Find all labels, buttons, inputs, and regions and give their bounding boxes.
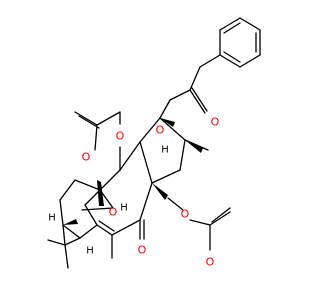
macro-ring [84,141,153,259]
hydrogen-atom-label: H [48,213,56,224]
hydrogen-atom-label: H [120,203,128,214]
oxygen-atom-label: O [206,256,215,269]
stereo-wedges [63,118,203,225]
oxygen-atom-label: O [116,130,125,143]
oxygen-atom-label: O [156,124,165,137]
acetate-group-2 [167,197,231,251]
acetate-group-1 [74,111,121,171]
hydrogen-atom-label: H [161,145,169,156]
cyclopentane-ring [139,117,209,184]
oxygen-atom-label: O [109,206,118,219]
molecule-structure: O O O O O O O O H H H H [47,17,261,269]
oxygen-atom-label: O [211,116,220,129]
epoxide-bridge [59,179,114,226]
phenyl-ring [219,17,261,68]
oxygen-atom-label: O [82,151,91,164]
phenylacetate-group [159,54,221,119]
cyclopropane-ring [47,224,98,269]
oxygen-atom-label: O [138,244,147,257]
oxygen-atom-label: O [181,208,190,221]
hydrogen-atom-label: H [86,246,94,257]
